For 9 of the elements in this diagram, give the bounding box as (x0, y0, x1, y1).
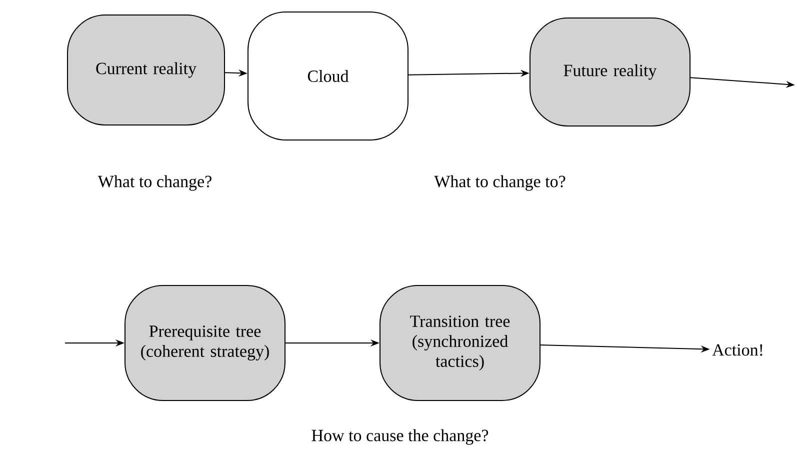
process-box: Transition tree (synchronized tactics) (380, 285, 540, 401)
question-text: What to change? (98, 175, 212, 191)
question-text: How to cause the change? (312, 429, 488, 445)
process-box: Future reality (530, 18, 690, 126)
process-box: Current reality (67, 14, 225, 126)
process-box: Prerequisite tree (coherent strategy) (124, 285, 286, 401)
end-label: Action! (712, 344, 762, 356)
question-text: What to change to? (434, 175, 566, 191)
process-box: Cloud (248, 12, 408, 140)
